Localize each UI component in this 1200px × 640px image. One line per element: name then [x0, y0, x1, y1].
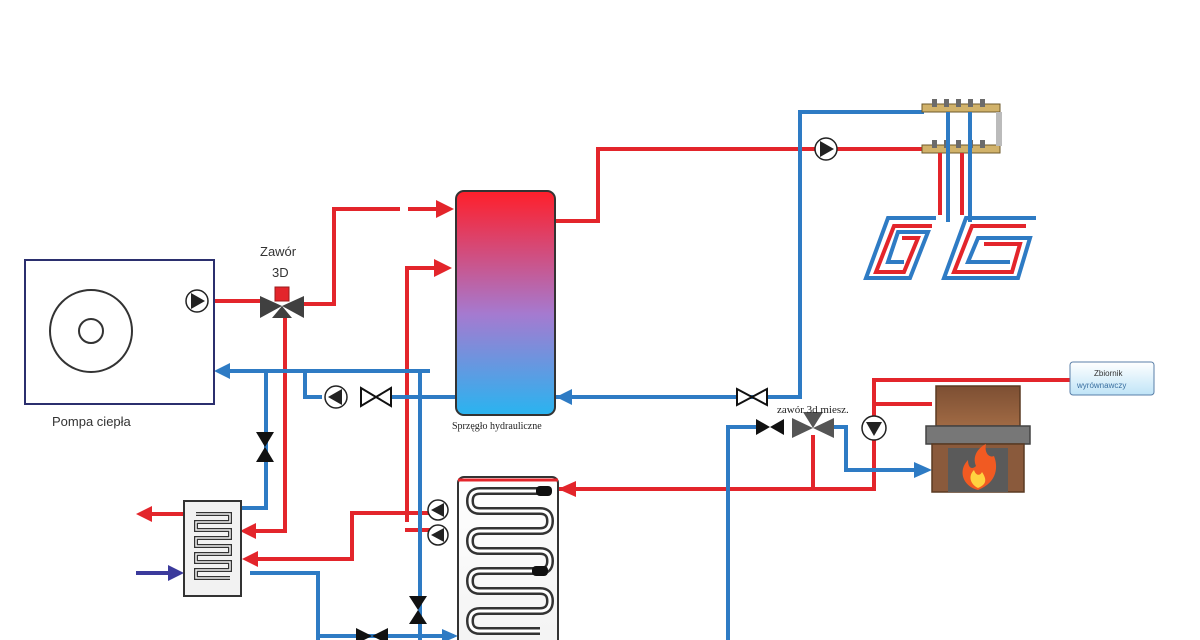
flame-icon — [962, 444, 997, 490]
manifold-pump-icon[interactable] — [814, 137, 838, 161]
arrow-bottom — [442, 629, 458, 640]
arrow-hx-supply-out — [136, 506, 152, 522]
mix-out — [834, 425, 920, 472]
valve-to-coupler-supply — [298, 207, 400, 306]
pump-icon[interactable] — [185, 289, 209, 313]
return-pump-icon[interactable] — [324, 385, 348, 409]
fireplace-pump-icon[interactable] — [861, 415, 887, 441]
mixing-valve-label: zawór 3d miesz. — [777, 404, 849, 416]
arrow-hp-return — [214, 363, 230, 379]
hot-water-tank[interactable] — [457, 476, 559, 640]
coupler-loop-up — [405, 266, 440, 522]
hp-return-down — [240, 369, 268, 510]
arrow-coupler-top — [436, 200, 454, 218]
return-pipes — [222, 110, 924, 640]
hx-cold — [250, 571, 320, 640]
tank-feed-valve-icon[interactable] — [409, 596, 427, 624]
arrow-hx-coil — [242, 551, 258, 567]
valve-3d-label-line1: Zawór — [260, 244, 297, 259]
expansion-tank-label-line2: wyrównawczy — [1076, 381, 1126, 390]
arrow-hx-in — [240, 523, 256, 539]
return-valve-icon[interactable] — [736, 387, 768, 407]
heat-pump-label: Pompa ciepła — [52, 414, 132, 429]
valve-3d-label-line2: 3D — [272, 265, 289, 280]
mixing-valve-icon[interactable] — [792, 412, 834, 438]
return-from-floor — [554, 110, 924, 399]
valve3d-down — [248, 316, 287, 533]
supply-pipes — [148, 147, 1072, 561]
mixing-return — [726, 425, 762, 640]
arrow-coupler-mid — [434, 259, 452, 277]
hp-return-valve-icon[interactable] — [256, 432, 274, 462]
cold-water-inlet — [136, 565, 184, 581]
bottom-gate-valve-icon[interactable] — [356, 628, 388, 640]
tank-pump-lower-icon[interactable] — [427, 524, 449, 546]
manifold-icon[interactable] — [921, 99, 1002, 154]
hydraulic-coupler-tank[interactable] — [455, 190, 556, 416]
mix-line-valve-icon[interactable] — [756, 419, 784, 435]
arrow-coil-supply — [558, 481, 576, 497]
hx-return-line — [303, 369, 322, 399]
expansion-tank[interactable] — [1069, 361, 1155, 396]
flow-arrows — [136, 200, 932, 640]
arrow-coupler-return — [556, 389, 572, 405]
arrow-fireplace — [914, 462, 932, 478]
tank-pump-upper-icon[interactable] — [427, 499, 449, 521]
heat-pump-unit[interactable] — [24, 259, 215, 405]
hydraulic-coupler-label: Sprzęgło hydrauliczne — [452, 421, 542, 432]
fan-hub — [78, 318, 104, 344]
coupler-to-manifold-supply — [554, 147, 817, 223]
three-way-valve-icon[interactable] — [260, 286, 304, 318]
plate-heat-exchanger[interactable] — [183, 500, 242, 597]
fireplace-supply — [872, 378, 1072, 491]
expansion-tank-label-line1: Zbiornik — [1094, 369, 1123, 378]
gate-valve-icon[interactable] — [360, 386, 392, 408]
floor-heating-coil-icon — [863, 112, 1036, 280]
fan-outer-ring — [49, 289, 133, 373]
